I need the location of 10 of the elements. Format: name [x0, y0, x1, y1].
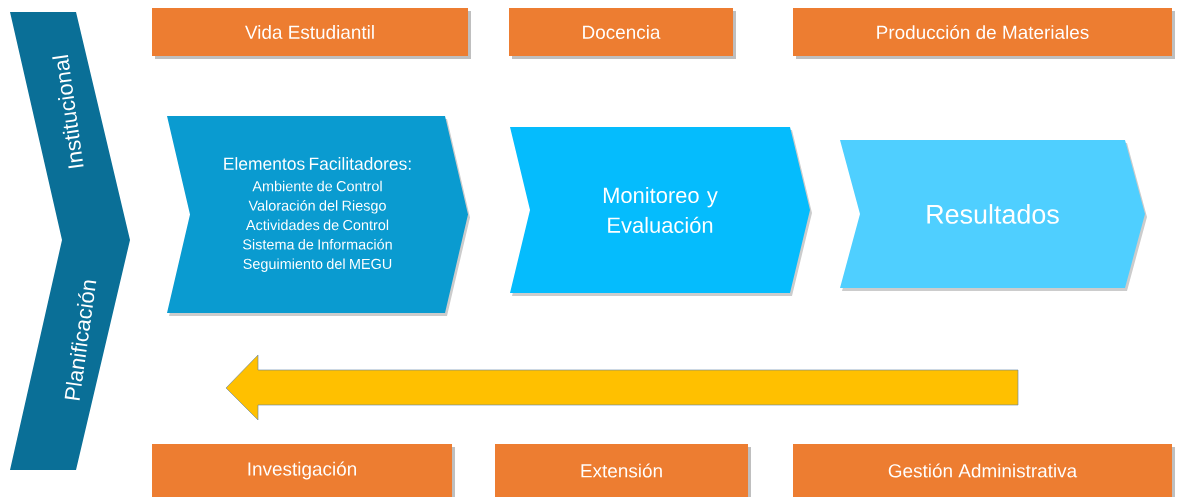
chevron-box: Resultados — [840, 140, 1147, 291]
category-box: Gestión Administrativa — [793, 444, 1175, 497]
category-box: Vida Estudiantil — [152, 8, 471, 59]
chevron-box: Monitoreo y Evaluación — [510, 127, 812, 296]
category-box: Extensión — [495, 444, 751, 497]
category-box: Investigación — [152, 444, 455, 497]
chevron-banner: Planificación Institucional — [10, 12, 130, 470]
category-box: Producción de Materiales — [793, 8, 1175, 59]
chevron-box: Elementos Facilitadores: Ambiente de Control Valoración del Riesgo Actividades de Control Sistema de Información Seguimiento del MEGU — [167, 116, 470, 316]
category-box: Docencia — [509, 8, 736, 59]
